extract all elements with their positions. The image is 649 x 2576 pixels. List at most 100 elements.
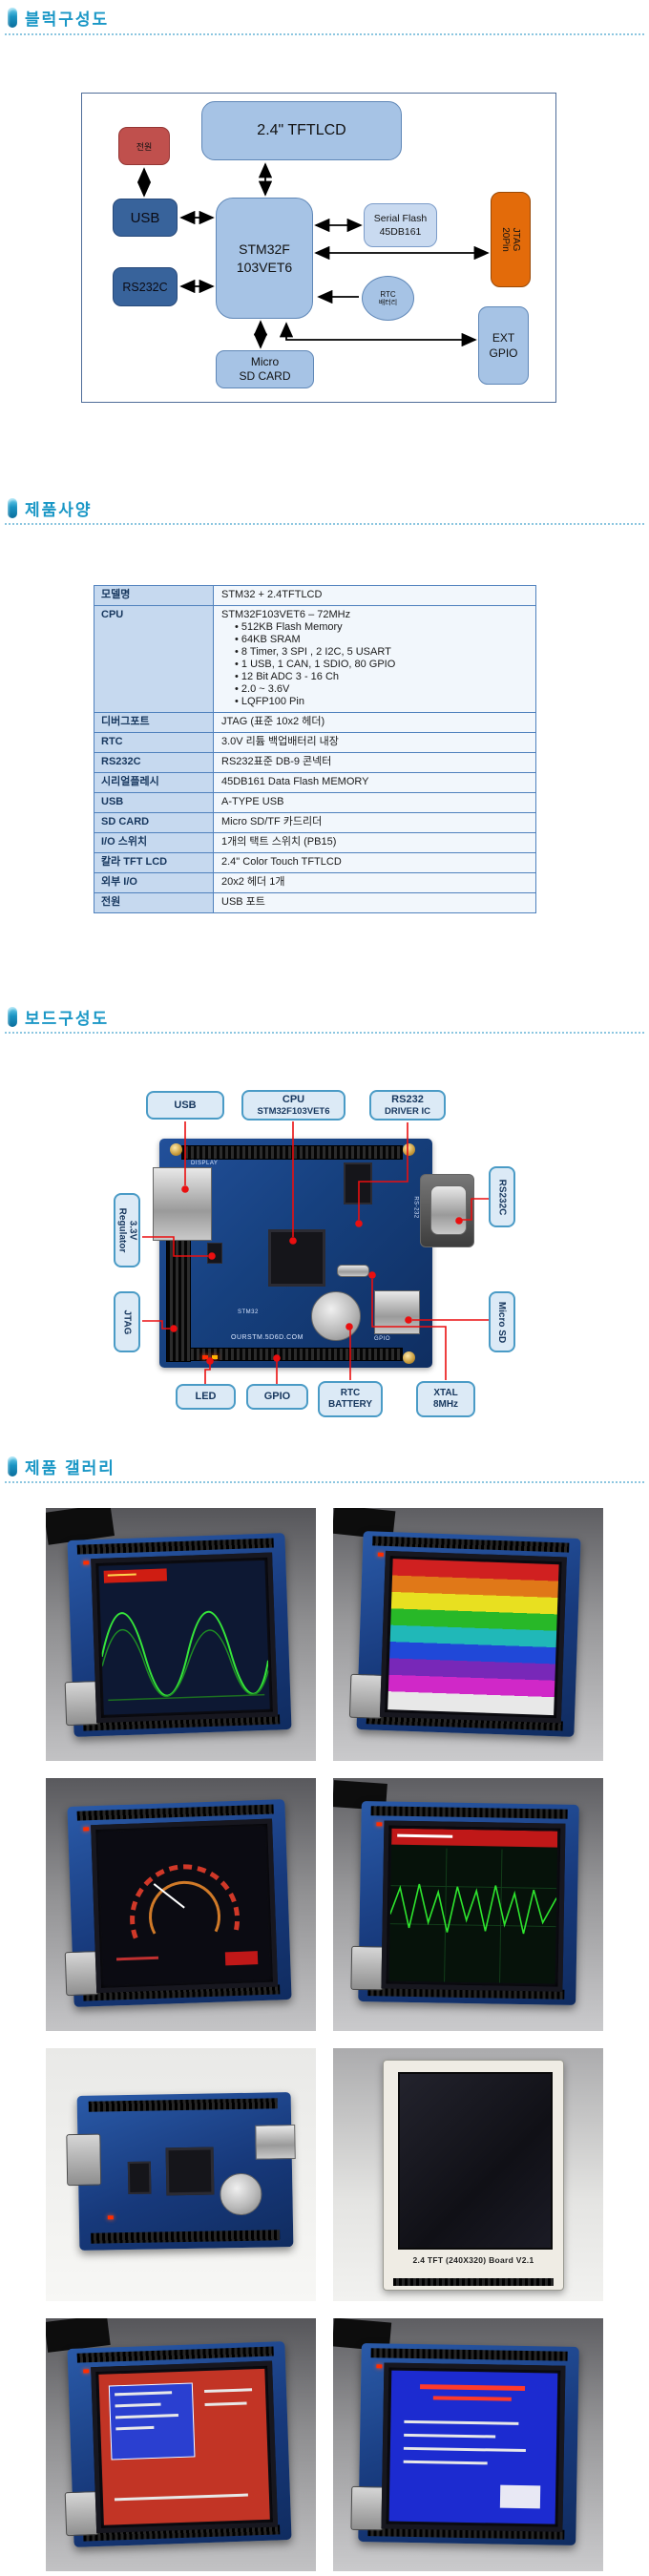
standoff xyxy=(403,1143,415,1156)
gallery-photo-blue-text-demo xyxy=(333,2318,603,2571)
spec-value: 45DB161 Data Flash MEMORY xyxy=(213,772,536,793)
db9-connector xyxy=(64,1951,99,1997)
crystal xyxy=(337,1265,369,1277)
lcd-module-board: 2.4 TFT (240X320) Board V2.1 xyxy=(383,2060,564,2291)
spec-label: CPU xyxy=(94,605,214,713)
lcd-display xyxy=(91,1552,279,1724)
usb-connector xyxy=(153,1167,212,1241)
block-diagram-arrows xyxy=(136,162,490,349)
spec-label: 디버그포트 xyxy=(94,712,214,733)
power-led xyxy=(376,1822,383,1827)
dev-board xyxy=(64,2341,292,2547)
coin-battery xyxy=(220,2172,262,2216)
spec-value: RS232표준 DB-9 콘넥터 xyxy=(213,752,536,773)
dotted-divider xyxy=(5,33,644,35)
cpu-chip xyxy=(268,1229,325,1287)
gallery-photo-scope-demo xyxy=(333,1778,603,2031)
section-title: 제품사양 xyxy=(25,500,93,519)
lcd-display xyxy=(381,1820,566,1992)
cpu-chip xyxy=(165,2147,215,2196)
db9-connector xyxy=(350,2485,385,2531)
lcd-glass xyxy=(398,2072,553,2250)
section-title: 제품 갤러리 xyxy=(25,1458,115,1477)
regulator-chip xyxy=(207,1243,222,1264)
db9-connector xyxy=(64,1681,99,1727)
callout-gpio: GPIO xyxy=(246,1384,308,1410)
spec-value: 20x2 헤더 1개 xyxy=(213,872,536,893)
spec-label: SD CARD xyxy=(94,812,214,833)
db9-connector xyxy=(66,2133,102,2187)
dotted-divider xyxy=(5,1032,644,1034)
silkscreen-display: DISPLAY xyxy=(191,1161,219,1166)
block-serial-flash: Serial Flash 45DB161 xyxy=(364,203,437,247)
block-rtc-battery: RTC 배터리 xyxy=(362,276,414,321)
lcd-display xyxy=(381,2362,566,2532)
gallery-photo-waveform-demo xyxy=(46,1508,316,1761)
usb-connector xyxy=(255,2124,296,2160)
spec-value: STM32F103VET6 – 72MHz• 512KB Flash Memor… xyxy=(213,605,536,713)
db9-connector xyxy=(64,2491,99,2537)
db9-face xyxy=(430,1185,467,1235)
dotted-divider xyxy=(5,1481,644,1483)
dev-board xyxy=(350,1801,579,2005)
spec-value: STM32 + 2.4TFTLCD xyxy=(213,585,536,606)
dotted-divider xyxy=(5,523,644,525)
silkscreen-logo: STM32 xyxy=(238,1309,259,1315)
silkscreen-url: OURSTM.5D6D.COM xyxy=(231,1334,304,1341)
jtag-header xyxy=(166,1236,191,1362)
block-jtag: JTAG 20Pin xyxy=(491,192,531,287)
spec-label: 전원 xyxy=(94,892,214,913)
module-caption: 2.4 TFT (240X320) Board V2.1 xyxy=(412,2255,534,2265)
callout-rs232c: RS232C xyxy=(489,1166,515,1227)
dev-board xyxy=(350,2343,579,2545)
dev-board xyxy=(64,1799,292,2007)
power-led xyxy=(83,1827,90,1832)
lcd-display xyxy=(91,1818,279,1994)
led-components xyxy=(202,1355,208,1359)
spec-label: RTC xyxy=(94,732,214,753)
rs232-driver-chip xyxy=(344,1162,372,1204)
standoff xyxy=(403,1351,415,1364)
power-led xyxy=(377,1552,384,1557)
power-led xyxy=(83,2369,90,2374)
gallery-photo-lcd-module: 2.4 TFT (240X320) Board V2.1 xyxy=(333,2048,603,2301)
lcd-display xyxy=(379,1550,567,1724)
section-header-gallery: 제품 갤러리 xyxy=(8,1455,115,1477)
block-power: 전원 xyxy=(118,127,170,165)
section-bullet-icon xyxy=(8,1456,17,1476)
db9-connector xyxy=(348,1673,384,1719)
silkscreen-rs232: RS-232 xyxy=(412,1196,419,1219)
power-led xyxy=(83,1560,90,1565)
callout-cpu: CPU STM32F103VET6 xyxy=(241,1090,345,1120)
spec-label: RS232C xyxy=(94,752,214,773)
section-bullet-icon xyxy=(8,7,17,28)
section-bullet-icon xyxy=(8,1006,17,1027)
spec-label: 시리얼플레시 xyxy=(94,772,214,793)
spec-label: I/O 스위치 xyxy=(94,832,214,853)
callout-usb: USB xyxy=(146,1091,224,1120)
section-header-board-layout: 보드구성도 xyxy=(8,1005,109,1028)
dev-board xyxy=(348,1531,581,1737)
callout-jtag: JTAG xyxy=(114,1291,140,1352)
gallery-photo-bare-board xyxy=(46,2048,316,2301)
power-led xyxy=(376,2364,383,2369)
power-led xyxy=(107,2215,114,2220)
spec-value: A-TYPE USB xyxy=(213,792,536,813)
section-title: 블럭구성도 xyxy=(25,10,110,29)
callout-led: LED xyxy=(176,1384,236,1410)
spec-label: 칼라 TFT LCD xyxy=(94,852,214,873)
callout-xtal: XTAL 8MHz xyxy=(416,1381,475,1417)
callout-regulator: 3.3V Regulator xyxy=(114,1193,140,1267)
gallery-photo-red-ui-demo xyxy=(46,2318,316,2571)
dev-board xyxy=(64,1533,292,1737)
section-bullet-icon xyxy=(8,497,17,518)
